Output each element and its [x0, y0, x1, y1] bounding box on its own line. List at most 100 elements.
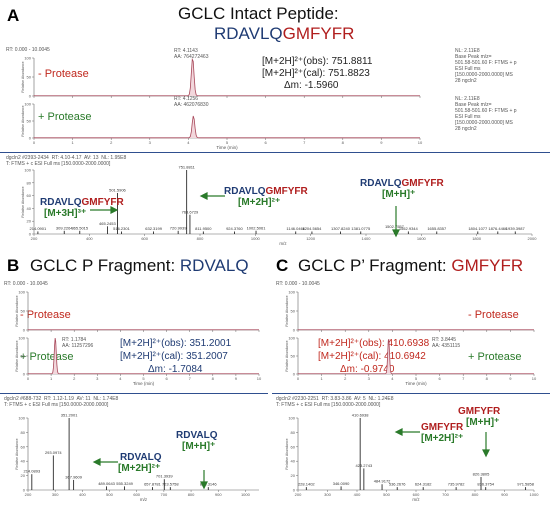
a-nl-top: NL: 2.11E8 Base Peak m/z= 501.58-501.60 … — [455, 48, 517, 84]
a_ms-peak-label: 924.3760 — [226, 226, 243, 231]
c-obs-mass: [M+2H]²⁺(obs): 410.6938 — [318, 338, 430, 349]
a-obs-mass: [M+2H]²⁺(obs): 751.8811 — [262, 56, 373, 67]
panel-a-label: A — [7, 6, 20, 25]
c-ion-1h: GMFYFR [M+H]⁺ — [458, 406, 500, 428]
c-separator — [272, 393, 550, 394]
a_ms-xtick-label: 2000 — [528, 236, 538, 241]
arrow-c-2h-head — [394, 428, 403, 436]
panel-b-title-black: GCLC P Fragment: — [30, 256, 180, 275]
b_xic_plus-xtick-label: 5 — [142, 376, 145, 381]
c-ion-1h-red: GMFYFR — [458, 406, 501, 417]
a-ion-3h-charge: [M+3H]³⁺ — [44, 208, 87, 219]
a_ms-ytick-label: 100 — [24, 168, 31, 173]
a_ms-ytick-label: 60 — [27, 193, 32, 198]
b-ion-1h-charge: [M+H]⁺ — [182, 441, 216, 452]
a_ms-xtick-label: 400 — [86, 236, 93, 241]
a_ms-peak-label: 720.9939 — [170, 225, 187, 230]
b_ms-xtick-label: 600 — [133, 492, 140, 497]
b_xic_plus-trace — [27, 337, 259, 375]
a_ms-peak-label: 1204.5654 — [302, 226, 322, 231]
c_xic_plus-xtick-label: 4 — [391, 376, 394, 381]
c_xic_minus-ytick-label: 100 — [288, 290, 295, 295]
c_ms-peak-label: 624.3182 — [415, 482, 432, 487]
b-plus-protease: + Protease — [20, 351, 74, 363]
c_xic_plus-ytick-label: 50 — [291, 354, 296, 359]
panel-b-title-blue: RDVALQ — [179, 256, 249, 275]
a-xic-minus-peak-label: RT: 4.1143 AA: 764272463 — [174, 48, 209, 60]
b_ms-xtick-label: 900 — [215, 492, 222, 497]
b_ms-ytick-label: 40 — [21, 459, 26, 464]
b-delta-mass: Δm: -1.7084 — [148, 364, 203, 375]
b_ms-peak-label: 214.0893 — [23, 469, 40, 474]
a_ms-xtick-label: 1200 — [306, 236, 316, 241]
panel-c-title: GCLC P’ Fragment: GMFYFR — [298, 256, 523, 276]
b_ms-peak-label: 863.3146 — [200, 482, 217, 487]
c_ms-peak-label: 820.3805 — [473, 472, 490, 477]
a_ms-peak-label: 632.3199 — [145, 226, 162, 231]
b_xic_plus-xtick-label: 7 — [189, 376, 192, 381]
a_xic_minus-ytick-label: 100 — [24, 56, 31, 61]
a_ms-peak-label: 1146.0466 — [286, 226, 305, 231]
panel-c-label: C — [276, 256, 289, 275]
c_ms-peak-label: 836.3754 — [477, 482, 494, 487]
c_ms-ylabel: Relative Abundance — [285, 438, 289, 469]
c_xic_plus-xtick-label: 5 — [415, 376, 418, 381]
a-minus-protease: - Protease — [38, 68, 89, 80]
b_ms-peak-label: 489.0643 — [98, 481, 115, 486]
b_xic_plus-xtick-label: 8 — [212, 376, 215, 381]
c_ms-ytick-label: 80 — [291, 430, 296, 435]
a-delta-mass: Δm: -1.5960 — [284, 80, 339, 91]
c_xic_plus-xtick-label: 10 — [532, 376, 537, 381]
a_xic_minus-ytick-label: 50 — [27, 75, 32, 80]
b_ms-xtick-label: 300 — [52, 492, 59, 497]
panel-b-title: GCLC P Fragment: RDVALQ — [30, 256, 249, 276]
a_ms-peak-label: 1381.0775 — [351, 226, 371, 231]
a_ms-ylabel: Relative Abundance — [21, 186, 25, 217]
a_xic_minus-trace — [33, 57, 420, 97]
b-xic-plus-peak-label: RT: 1.1784 AA: 11257296 — [62, 337, 94, 349]
b_xic_plus-xtick-label: 0 — [27, 376, 30, 381]
a-ms-header: dgcln2 #2393-2434 RT: 4.10-4.17 AV: 13 N… — [6, 155, 127, 167]
c_ms-peak-label: 346.0090 — [333, 481, 350, 486]
a_ms-xtick-label: 1400 — [362, 236, 372, 241]
a_ms-peak-label: 763.6729 — [182, 209, 199, 214]
a_ms-xtick-label: 1800 — [472, 236, 482, 241]
a-nl-bottom: NL: 2.11E8 Base Peak m/z= 501.58-501.60 … — [455, 96, 517, 132]
c_ms-xtick-label: 800 — [472, 492, 479, 497]
b_xic_minus-ylabel: Relative Abundance — [15, 295, 19, 326]
c_ms-peak-label: 484.9172 — [374, 479, 391, 484]
c_xic_minus-ytick-label: 50 — [291, 309, 296, 314]
c-ion-2h-red: GMFYFR — [421, 422, 464, 433]
a-rt-range: RT: 0.000 - 10.0045 — [6, 47, 50, 53]
a_xic_minus-ylabel: Relative Abundance — [21, 61, 25, 92]
a_ms-peak-label: 1804.1077 — [468, 226, 488, 231]
b_ms-xtick-label: 700 — [161, 492, 168, 497]
c_xic_plus-xtick-label: 0 — [297, 376, 300, 381]
b_xic_plus-xtick-label: 9 — [235, 376, 238, 381]
c_xic_plus-ylabel: Relative Abundance — [285, 340, 289, 371]
b-ion-1h-blue: RDVALQ — [176, 430, 218, 441]
c-ion-2h-charge: [M+2H]²⁺ — [421, 433, 464, 444]
a_ms-peak-label: 751.8811 — [178, 165, 195, 170]
a_xic_plus-xtick-label: 5 — [226, 140, 229, 145]
b_ms-xtick-label: 500 — [106, 492, 113, 497]
b_ms-xlabel: m/z — [140, 497, 148, 502]
c_ms-peak-label: 971.5858 — [517, 482, 534, 487]
arrow-a-3h-head — [110, 206, 119, 214]
b_xic_plus-ytick-label: 100 — [18, 336, 25, 341]
a-ion-2h: RDAVLQGMFYFR [M+2H]²⁺ — [224, 186, 308, 208]
a_ms-peak-label: 1876.4466 — [488, 226, 508, 231]
c_xic_plus-xtick-label: 9 — [509, 376, 512, 381]
b_xic_plus-xtick-label: 10 — [257, 376, 262, 381]
b_ms-peak-label: 723.5758 — [162, 482, 179, 487]
b_ms-peak-label: 701.3939 — [156, 474, 173, 479]
a_xic_plus-xtick-label: 8 — [342, 140, 345, 145]
a-ion-3h-red: GMFYFR — [81, 197, 124, 208]
b_xic_plus-xtick-label: 2 — [73, 376, 76, 381]
a-separator — [0, 152, 550, 153]
a_xic_minus-ytick-label: 0 — [29, 94, 32, 99]
